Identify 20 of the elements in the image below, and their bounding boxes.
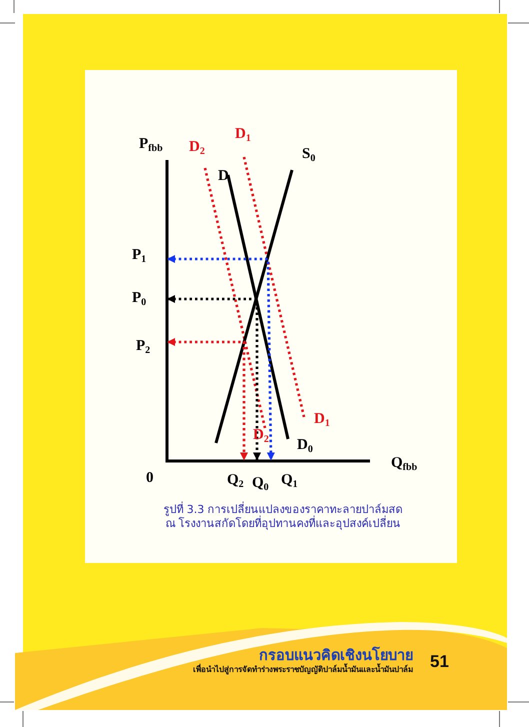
curve-label: D$_{2}$ [189,139,205,156]
curve-label: D$_{1}$ [235,126,251,143]
quantity-label: Q$_{1}$ [281,472,298,489]
figure-caption: รูปที่ 3.3 การเปลี่ยนแปลงของราคาทะลายปาล์มสด ณ โรงงานสกัดโดยที่อุปทานคงที่และอุปสงค์เปลี่ยน [162,503,404,531]
origin-label: 0 [146,470,154,487]
curve-label: D [218,168,229,185]
running-subtitle: เพื่อนำไปสู่การจัดทำร่างพระราชบัญญัติปาล์มน้ำมันและน้ำมันปาล์ม [193,665,413,675]
quantity-label: Q$_{2}$ [227,472,244,489]
curve-label: D$_{1}$ [314,411,330,428]
curve-label: S$_{0}$ [302,146,316,163]
price-label: P$_{2}$ [136,338,150,355]
price-label: P$_{0}$ [132,290,146,307]
curve-label: D$_{0}$ [297,437,313,454]
axis-label: P$_{fbb}$ [139,136,163,153]
quantity-label: Q$_{0}$ [252,475,269,492]
running-title: กรอบแนวคิดเชิงนโยบาย [259,648,413,664]
price-label: P$_{1}$ [132,247,146,264]
axis-label: Q$_{fbb}$ [391,455,418,472]
page-number: 51 [430,652,449,672]
curve-label: D$_{2}$ [253,427,269,444]
